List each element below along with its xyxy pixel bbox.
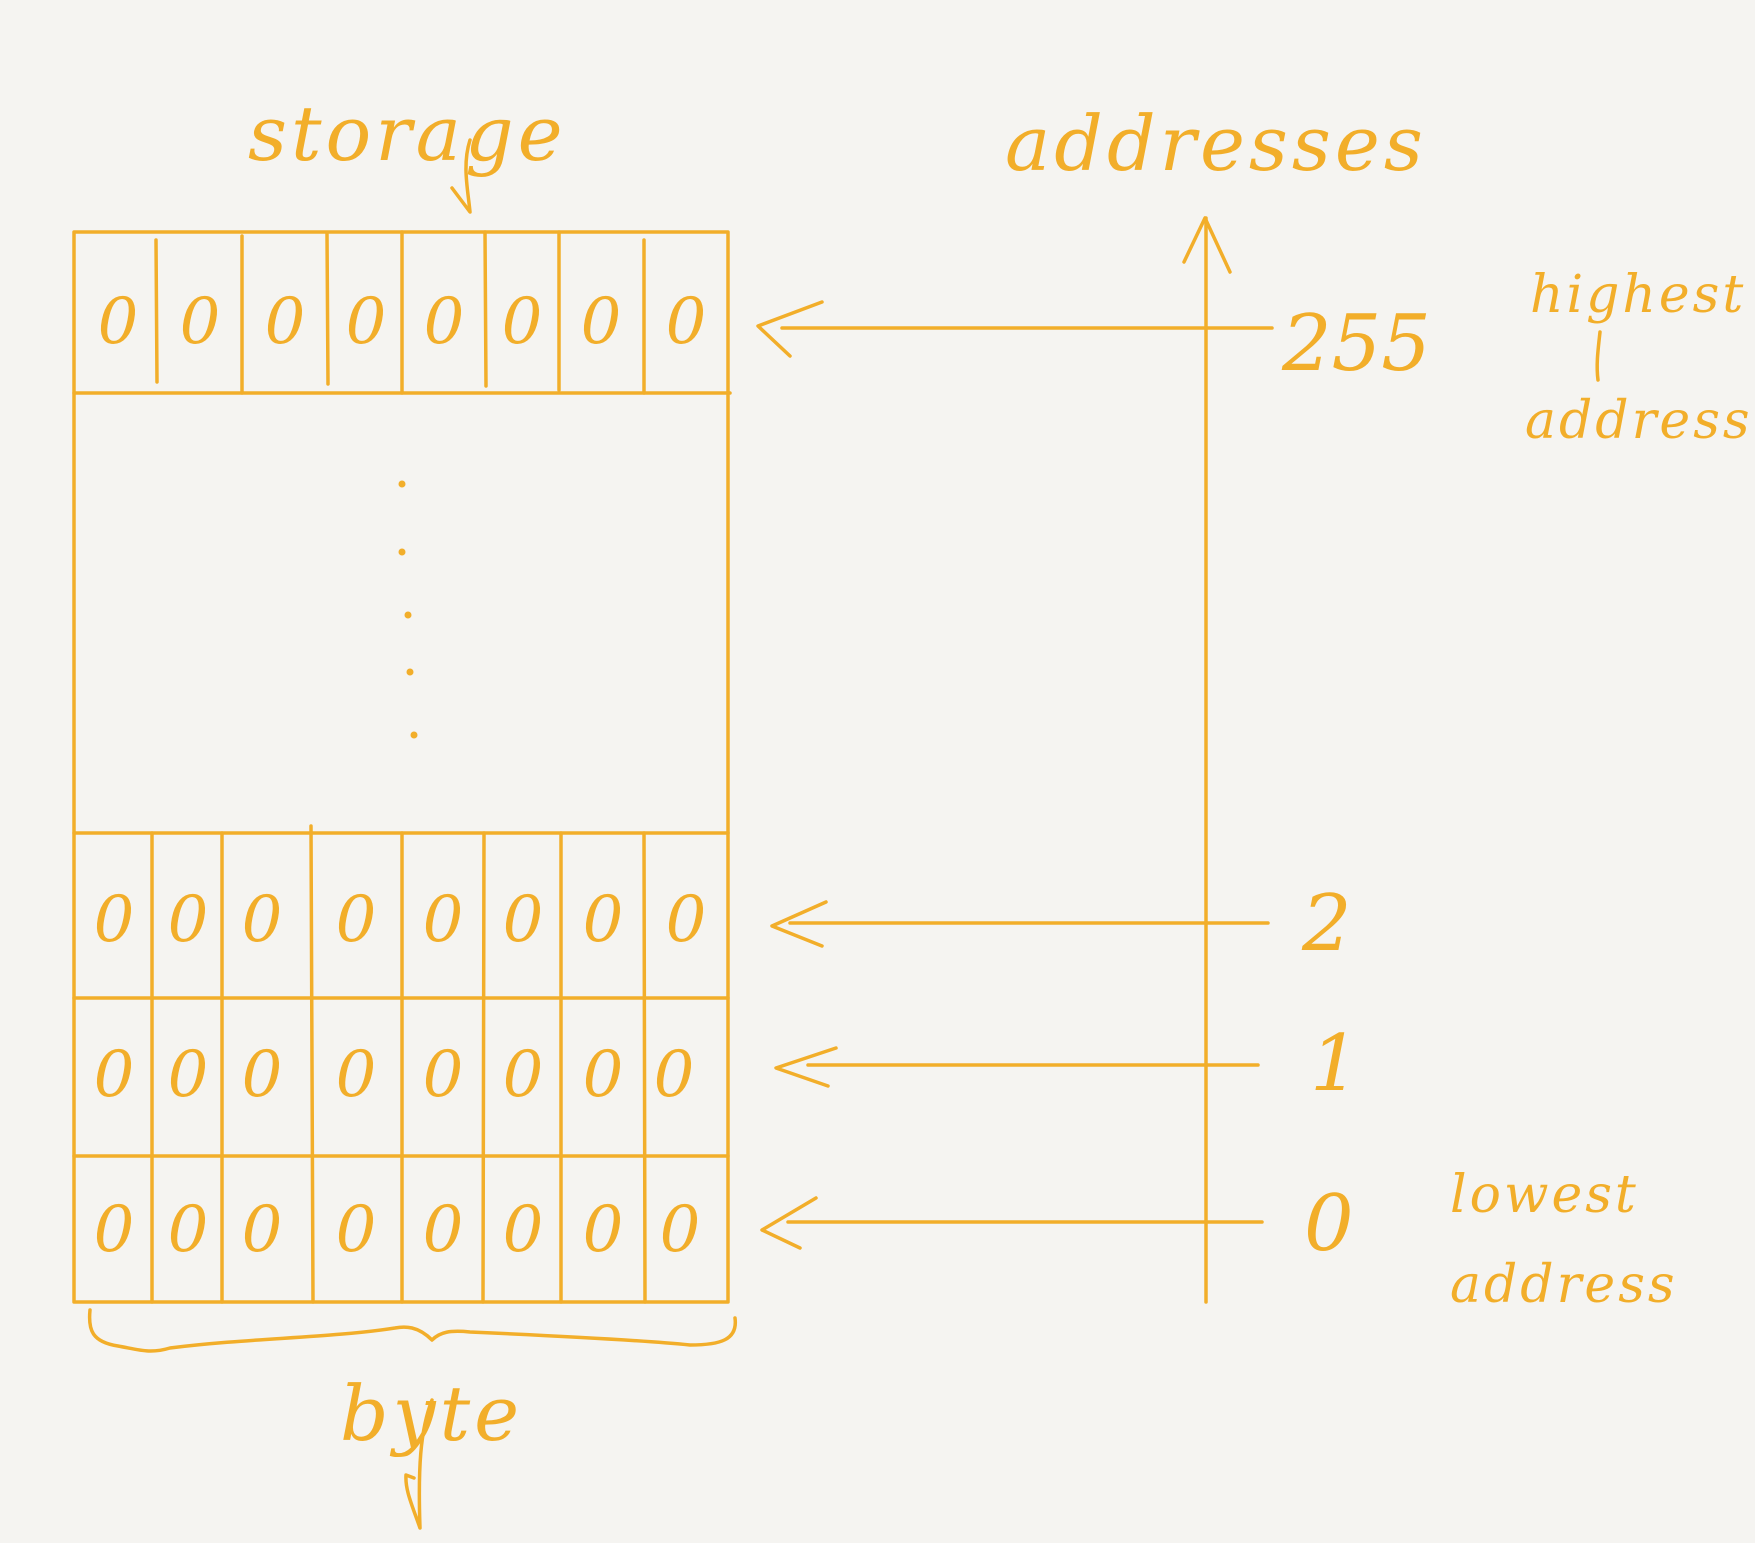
bit-cell: 0 [180, 285, 221, 359]
ellipsis-dots [398, 480, 418, 739]
bit-cell: 0 [660, 1193, 701, 1267]
byte-pointer [404, 1398, 434, 1530]
bit-cell: 0 [242, 1193, 283, 1267]
bit-cell: 0 [242, 883, 283, 957]
ellipsis-dot [410, 731, 418, 739]
storage-pointer [450, 138, 472, 214]
bit-cell: 0 [168, 1193, 209, 1267]
addresses-label: addresses [1005, 99, 1427, 188]
bit-cell: 0 [583, 1193, 624, 1267]
bit-cell: 0 [336, 1193, 377, 1267]
bit-cell: 0 [666, 285, 707, 359]
byte-label: byte [340, 1369, 523, 1458]
bit-cell: 0 [336, 1038, 377, 1112]
ellipsis-dot [406, 668, 414, 676]
storage-label: storage [248, 89, 567, 178]
bit-cell: 0 [423, 1038, 464, 1112]
bit-cell: 0 [98, 285, 139, 359]
bit-cell: 0 [583, 883, 624, 957]
bit-cell: 0 [94, 1193, 135, 1267]
bit-cell: 0 [666, 883, 707, 957]
bit-cell: 0 [654, 1038, 695, 1112]
arrow-0 [760, 1196, 1264, 1250]
ellipsis-dot [404, 611, 412, 619]
ellipsis-dot [398, 548, 406, 556]
highest-label-line1: highest [1530, 265, 1746, 325]
bit-cell: 0 [503, 1038, 544, 1112]
byte-brace [87, 1308, 737, 1353]
highest-pointer [1595, 330, 1602, 382]
row-255-dividers [154, 230, 646, 395]
bit-cell: 0 [168, 883, 209, 957]
bit-cell: 0 [502, 285, 543, 359]
address-1: 1 [1310, 1019, 1360, 1109]
bit-cell: 0 [94, 1038, 135, 1112]
low-rows-dividers [150, 824, 647, 1304]
bit-cell: 0 [265, 285, 306, 359]
bit-cell: 0 [336, 883, 377, 957]
bit-cell: 0 [242, 1038, 283, 1112]
bit-cell: 0 [581, 285, 622, 359]
arrow-2 [770, 900, 1270, 948]
address-axis [1182, 216, 1232, 1304]
address-0: 0 [1304, 1179, 1354, 1269]
lowest-label-line2: address [1450, 1255, 1678, 1315]
bit-cell: 0 [423, 883, 464, 957]
lowest-label-line1: lowest [1450, 1165, 1639, 1225]
bit-cell: 0 [423, 1193, 464, 1267]
arrow-1 [774, 1046, 1260, 1088]
highest-label-line2: address [1525, 391, 1753, 451]
bit-cell: 0 [424, 285, 465, 359]
bit-cell: 0 [168, 1038, 209, 1112]
address-2: 2 [1301, 879, 1352, 969]
bit-cell: 0 [503, 883, 544, 957]
ellipsis-dot [398, 480, 406, 488]
bit-cell: 0 [94, 883, 135, 957]
bit-cell: 0 [503, 1193, 544, 1267]
arrow-255 [756, 300, 1274, 358]
bit-cell: 0 [346, 285, 387, 359]
address-255: 255 [1281, 299, 1431, 389]
bit-cell: 0 [583, 1038, 624, 1112]
